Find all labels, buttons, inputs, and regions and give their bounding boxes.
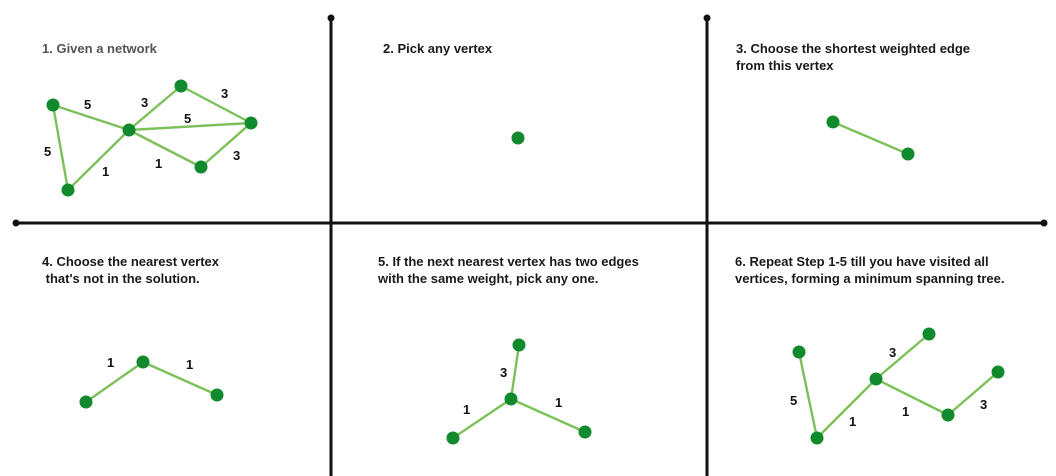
divider-end-dot: [703, 14, 711, 22]
panel-caption: 5. If the next nearest vertex has two ed…: [377, 254, 642, 286]
caption-line: 1. Given a network: [42, 41, 158, 56]
edge-weights: 5 3 3 5 5 1 1 3: [44, 86, 240, 179]
vertex: [174, 79, 188, 93]
divider-end-dot: [327, 14, 335, 22]
edge: [797, 351, 819, 439]
edge-weight-label: 1: [463, 402, 470, 417]
caption-line: from this vertex: [736, 58, 834, 73]
vertex: [244, 116, 258, 130]
edge: [816, 378, 877, 439]
vertices: [46, 79, 258, 197]
edge: [128, 128, 202, 169]
vertex: [136, 355, 150, 369]
edge-weight-label: 3: [141, 95, 148, 110]
edge: [200, 122, 252, 168]
edge-weight-label: 5: [790, 393, 797, 408]
edge: [128, 85, 182, 131]
edge-weight-label: 5: [184, 111, 191, 126]
edge-weight-label: 3: [980, 397, 987, 412]
edge: [452, 398, 512, 439]
vertex: [511, 131, 525, 145]
caption-line: vertices, forming a minimum spanning tre…: [735, 271, 1004, 286]
edge: [509, 344, 521, 400]
caption-line: 5. If the next nearest vertex has two ed…: [378, 254, 639, 269]
edges: [51, 84, 252, 191]
edge: [875, 377, 949, 417]
edge-weight-label: 1: [849, 414, 856, 429]
edge-weight-label: 1: [186, 357, 193, 372]
edge: [85, 361, 144, 403]
vertex: [210, 388, 224, 402]
caption-line: 2. Pick any vertex: [383, 41, 493, 56]
caption-line: 4. Choose the nearest vertex: [42, 254, 220, 269]
edge: [510, 397, 586, 434]
edge-weight-label: 3: [233, 148, 240, 163]
panel-5-equal-weights: 5. If the next nearest vertex has two ed…: [377, 254, 642, 445]
caption-line: 6. Repeat Step 1-5 till you have visited…: [735, 254, 989, 269]
caption-line: 3. Choose the shortest weighted edge: [736, 41, 970, 56]
edge: [128, 121, 252, 132]
vertex: [991, 365, 1005, 379]
vertex: [826, 115, 840, 129]
panel-4-nearest-vertex: 4. Choose the nearest vertex that's not …: [42, 254, 224, 409]
edge: [180, 84, 252, 125]
edge-weight-label: 5: [84, 97, 91, 112]
edge: [67, 129, 130, 191]
edge-weight-label: 1: [902, 404, 909, 419]
vertex: [79, 395, 93, 409]
caption-line: that's not in the solution.: [42, 271, 200, 286]
vertex: [922, 327, 936, 341]
vertex: [446, 431, 460, 445]
panel-2-pick-vertex: 2. Pick any vertex: [383, 41, 525, 145]
panel-grid: [12, 14, 1048, 476]
vertex: [792, 345, 806, 359]
vertex: [194, 160, 208, 174]
edge: [52, 103, 130, 132]
panel-3-shortest-edge: 3. Choose the shortest weighted edge fro…: [736, 41, 974, 161]
vertex: [46, 98, 60, 112]
edge-weight-label: 3: [889, 345, 896, 360]
edge: [51, 104, 70, 191]
edge-weight-label: 1: [155, 156, 162, 171]
edge: [875, 333, 930, 380]
vertex: [512, 338, 526, 352]
panel-6-minimum-spanning-tree: 6. Repeat Step 1-5 till you have visited…: [735, 254, 1005, 445]
vertex: [122, 123, 136, 137]
panel-caption: 3. Choose the shortest weighted edge fro…: [736, 41, 974, 73]
edge-weight-label: 1: [102, 164, 109, 179]
edge-weight-label: 1: [555, 395, 562, 410]
edge-weight-label: 3: [221, 86, 228, 101]
edge-weight-label: 1: [107, 355, 114, 370]
divider-end-dot: [12, 219, 20, 227]
panel-1-given-network: 1. Given a network 5 3 3 5 5 1: [42, 41, 258, 197]
vertex: [901, 147, 915, 161]
edge-weight-label: 5: [44, 144, 51, 159]
edge: [947, 371, 999, 416]
edge-weight-label: 3: [500, 365, 507, 380]
vertex: [869, 372, 883, 386]
vertex: [504, 392, 518, 406]
caption-line: with the same weight, pick any one.: [377, 271, 598, 286]
divider-end-dot: [1040, 219, 1048, 227]
panel-caption: 4. Choose the nearest vertex that's not …: [42, 254, 223, 286]
panel-caption: 2. Pick any vertex: [383, 41, 493, 56]
vertex: [61, 183, 75, 197]
edge: [142, 360, 218, 397]
panel-caption: 6. Repeat Step 1-5 till you have visited…: [735, 254, 1004, 286]
vertex: [941, 408, 955, 422]
vertex: [810, 431, 824, 445]
panel-caption: 1. Given a network: [42, 41, 158, 56]
vertex: [578, 425, 592, 439]
edge: [832, 120, 909, 156]
